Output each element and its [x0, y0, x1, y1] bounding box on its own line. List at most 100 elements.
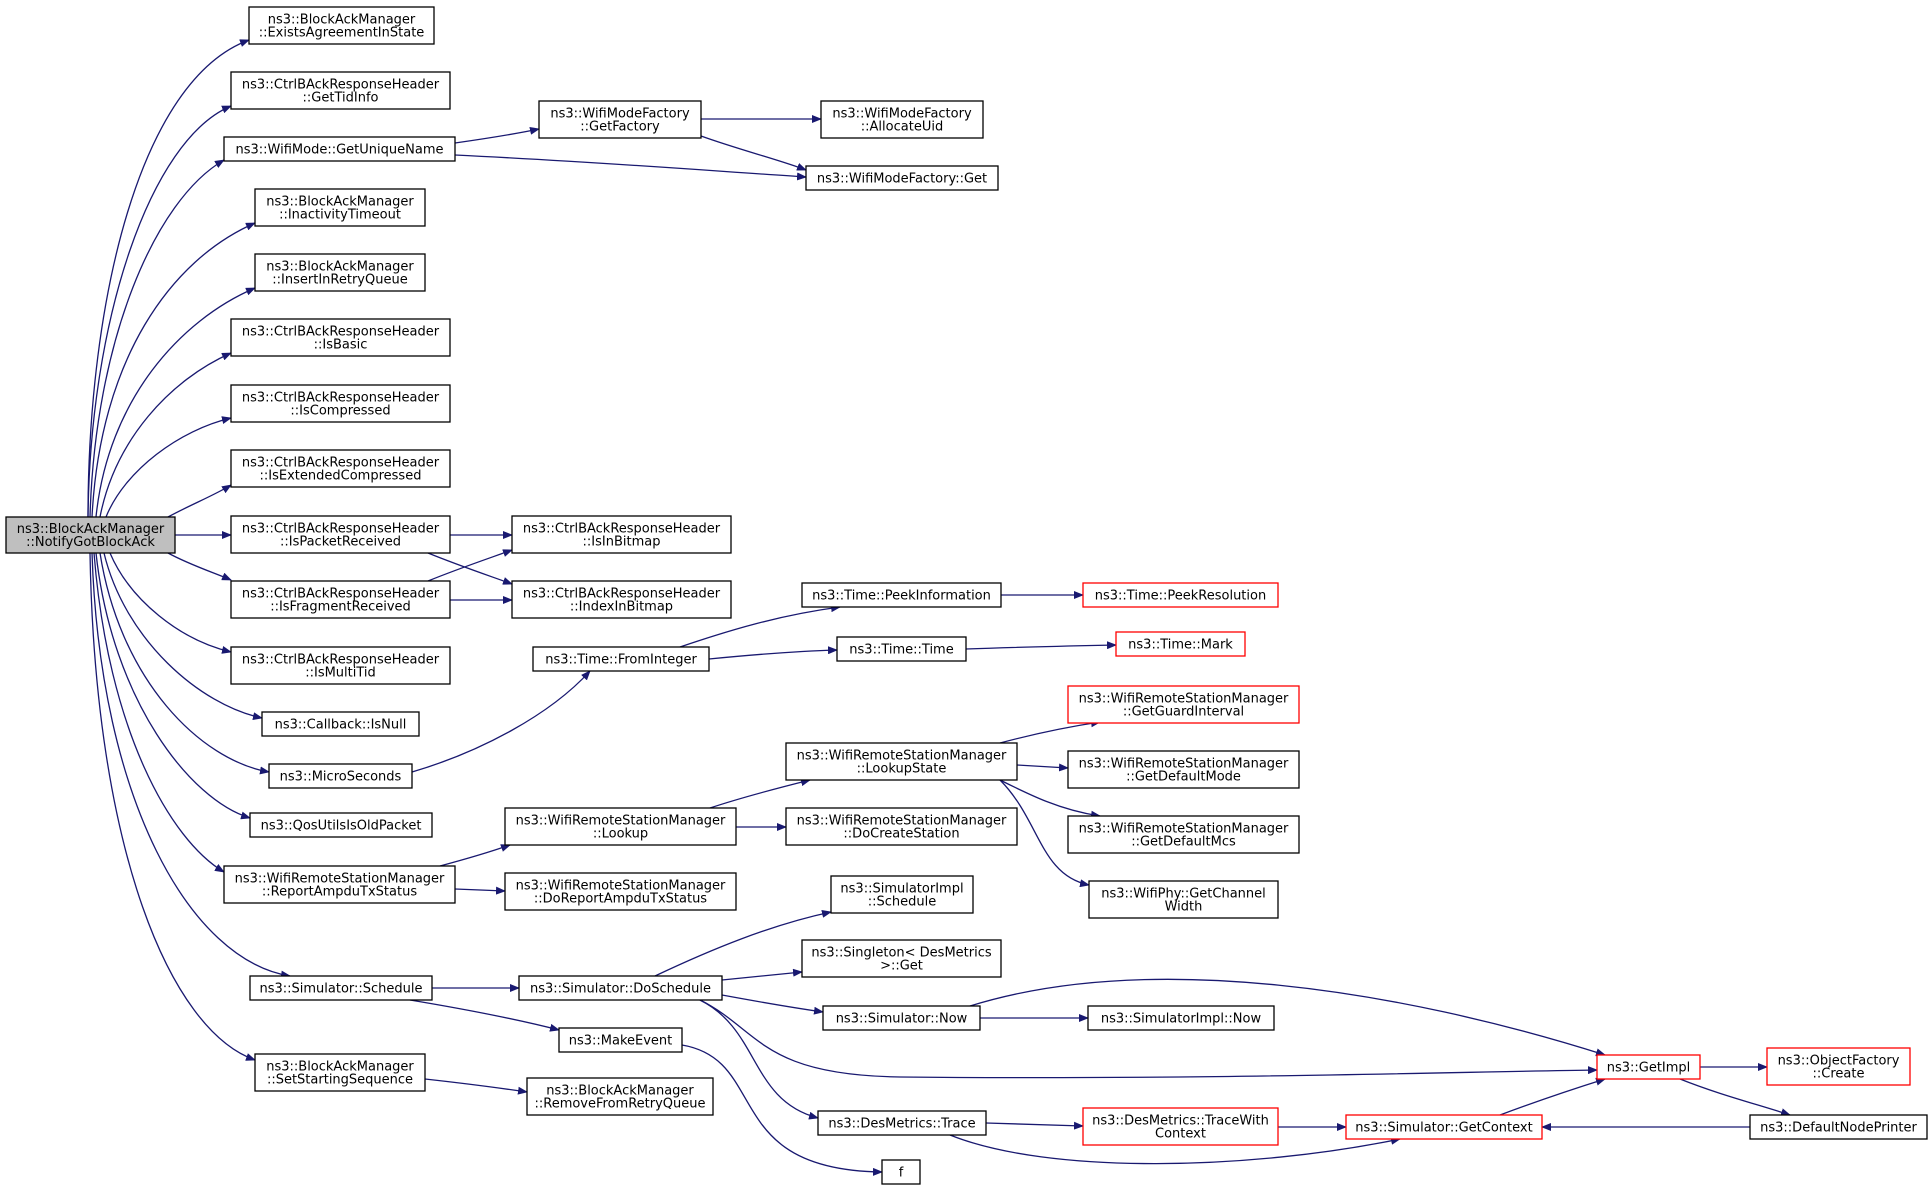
- node-isBasic[interactable]: ns3::CtrlBAckResponseHeader::IsBasic: [230, 318, 451, 357]
- node-timeTime[interactable]: ns3::Time::Time: [836, 636, 967, 662]
- edge-root-to-callbackIsNull: [103, 552, 263, 721]
- node-defaultNodePrinter[interactable]: ns3::DefaultNodePrinter: [1749, 1114, 1928, 1140]
- edge-root-to-isMultiTid: [109, 552, 232, 654]
- node-getUniqueName[interactable]: ns3::WifiMode::GetUniqueName: [223, 136, 456, 162]
- node-root[interactable]: ns3::BlockAckManager::NotifyGotBlockAck: [5, 516, 176, 554]
- edge-wrsmLookupState-to-wrsmDefaultMcs: [999, 779, 1101, 819]
- node-label-line: ns3::DesMetrics::TraceWith: [1092, 1114, 1269, 1129]
- node-box: [785, 742, 1018, 781]
- node-wrsmGuardInterval[interactable]: ns3::WifiRemoteStationManager::GetGuardI…: [1067, 685, 1300, 724]
- edge-line: [721, 968, 803, 981]
- edge-root-to-isCompressed: [105, 416, 232, 518]
- node-wrsmDoCreateStation[interactable]: ns3::WifiRemoteStationManager::DoCreateS…: [785, 807, 1018, 846]
- node-box: [1596, 1054, 1701, 1080]
- edge-line: [87, 39, 250, 518]
- node-setStartingSeq[interactable]: ns3::BlockAckManager::SetStartingSequenc…: [254, 1053, 426, 1092]
- node-label-line: ns3::Simulator::Schedule: [259, 982, 422, 997]
- node-label-line: ns3::Time::PeekInformation: [812, 589, 991, 604]
- node-label-line: ns3::CtrlBAckResponseHeader: [242, 587, 440, 602]
- node-makeEvent[interactable]: ns3::MakeEvent: [558, 1027, 683, 1053]
- node-insertInRetryQueue[interactable]: ns3::BlockAckManager::InsertInRetryQueue: [254, 253, 426, 292]
- node-isInBitmap[interactable]: ns3::CtrlBAckResponseHeader::IsInBitmap: [511, 515, 732, 554]
- node-isPacketReceived[interactable]: ns3::CtrlBAckResponseHeader::IsPacketRec…: [230, 515, 451, 554]
- node-label-line: ns3::MicroSeconds: [280, 770, 402, 785]
- node-simNow[interactable]: ns3::Simulator::Now: [822, 1005, 981, 1031]
- node-wmfGet[interactable]: ns3::WifiModeFactory::Get: [805, 165, 999, 191]
- edge-getImpl-to-defaultNodePrinter: [1679, 1078, 1791, 1116]
- edge-root-to-setStartingSeq: [89, 552, 256, 1061]
- edge-line: [708, 646, 838, 660]
- edge-line: [93, 552, 225, 873]
- node-box: [1766, 1047, 1911, 1086]
- node-objectFactoryCreate[interactable]: ns3::ObjectFactory::Create: [1766, 1047, 1911, 1086]
- node-wrsmDefaultMode[interactable]: ns3::WifiRemoteStationManager::GetDefaul…: [1067, 750, 1300, 789]
- node-label-line: ::GetDefaultMcs: [1131, 835, 1236, 850]
- edge-line: [411, 670, 591, 773]
- node-label-line: ns3::WifiModeFactory: [832, 107, 972, 122]
- node-isFragmentReceived[interactable]: ns3::CtrlBAckResponseHeader::IsFragmentR…: [230, 580, 451, 619]
- node-wrsmLookup[interactable]: ns3::WifiRemoteStationManager::Lookup: [504, 807, 737, 846]
- edge-line: [87, 105, 232, 518]
- node-label-line: ns3::CtrlBAckResponseHeader: [242, 78, 440, 93]
- node-desTrace[interactable]: ns3::DesMetrics::Trace: [817, 1110, 987, 1136]
- node-wrsmDefaultMcs[interactable]: ns3::WifiRemoteStationManager::GetDefaul…: [1067, 815, 1300, 854]
- node-label-line: ns3::CtrlBAckResponseHeader: [523, 587, 721, 602]
- node-timeMark[interactable]: ns3::Time::Mark: [1115, 631, 1246, 657]
- node-existsAgreement[interactable]: ns3::BlockAckManager::ExistsAgreementInS…: [248, 6, 435, 45]
- edge-line: [427, 552, 513, 585]
- node-label-line: ::IsExtendedCompressed: [260, 469, 422, 484]
- node-isExtendedCompressed[interactable]: ns3::CtrlBAckResponseHeader::IsExtendedC…: [230, 449, 451, 488]
- node-label-line: ns3::DefaultNodePrinter: [1760, 1121, 1917, 1136]
- edge-root-to-isExtendedCompressed: [167, 484, 232, 518]
- node-isMultiTid[interactable]: ns3::CtrlBAckResponseHeader::IsMultiTid: [230, 646, 451, 685]
- node-label-line: ns3::WifiModeFactory::Get: [817, 172, 987, 187]
- edge-root-to-isBasic: [99, 352, 232, 518]
- node-getTidInfo[interactable]: ns3::CtrlBAckResponseHeader::GetTidInfo: [230, 71, 451, 110]
- node-label-line: ::IsCompressed: [290, 404, 390, 419]
- node-timeFromInteger[interactable]: ns3::Time::FromInteger: [532, 646, 710, 672]
- node-label-line: ns3::WifiPhy::GetChannel: [1101, 887, 1266, 902]
- node-label-line: ::ReportAmpduTxStatus: [262, 885, 417, 900]
- edge-getUniqueName-to-wmfGet: [454, 154, 807, 181]
- node-simImplNow[interactable]: ns3::SimulatorImpl::Now: [1087, 1005, 1275, 1031]
- node-simDoSchedule[interactable]: ns3::Simulator::DoSchedule: [518, 975, 723, 1001]
- node-wmfGetFactory[interactable]: ns3::WifiModeFactory::GetFactory: [538, 100, 702, 139]
- node-getImpl[interactable]: ns3::GetImpl: [1596, 1054, 1701, 1080]
- node-box: [254, 188, 426, 227]
- node-f[interactable]: f: [881, 1159, 921, 1185]
- node-singletonGet[interactable]: ns3::Singleton< DesMetrics >::Get: [801, 939, 1002, 978]
- node-simGetContext[interactable]: ns3::Simulator::GetContext: [1345, 1114, 1543, 1140]
- edge-timeTime-to-timeMark: [965, 641, 1117, 650]
- node-label-line: ::GetDefaultMode: [1126, 770, 1241, 785]
- node-wmfAllocateUid[interactable]: ns3::WifiModeFactory::AllocateUid: [820, 100, 984, 139]
- node-inactivityTimeout[interactable]: ns3::BlockAckManager::InactivityTimeout: [254, 188, 426, 227]
- edge-simDoSchedule-to-simNow: [721, 994, 824, 1015]
- node-label-line: ns3::BlockAckManager: [268, 13, 416, 28]
- edge-wrsmLookupState-to-wrsmGuardInterval: [999, 719, 1101, 744]
- edge-makeEvent-to-f: [681, 1044, 883, 1176]
- node-microSeconds[interactable]: ns3::MicroSeconds: [268, 763, 413, 789]
- node-wrsmDoReportAmpdu[interactable]: ns3::WifiRemoteStationManager::DoReportA…: [504, 872, 737, 911]
- node-simImplSchedule[interactable]: ns3::SimulatorImpl::Schedule: [830, 875, 974, 914]
- edge-line: [95, 287, 256, 518]
- node-label-line: ::LookupState: [857, 762, 947, 777]
- node-removeFromRetryQueue[interactable]: ns3::BlockAckManager::RemoveFromRetryQue…: [526, 1077, 714, 1116]
- node-simSchedule[interactable]: ns3::Simulator::Schedule: [249, 975, 433, 1001]
- node-timePeekInfo[interactable]: ns3::Time::PeekInformation: [801, 582, 1002, 608]
- node-qosUtils[interactable]: ns3::QosUtilsIsOldPacket: [249, 812, 433, 838]
- edge-timeFromInteger-to-timePeekInfo: [679, 604, 841, 648]
- node-reportAmpdu[interactable]: ns3::WifiRemoteStationManager::ReportAmp…: [223, 865, 456, 904]
- node-label-line: ns3::Time::Mark: [1128, 638, 1233, 653]
- node-label-line: ns3::WifiMode::GetUniqueName: [236, 143, 444, 158]
- node-box: [230, 318, 451, 357]
- edge-line: [985, 1121, 1084, 1130]
- node-box: [801, 939, 1002, 978]
- node-wrsmLookupState[interactable]: ns3::WifiRemoteStationManager::LookupSta…: [785, 742, 1018, 781]
- node-isCompressed[interactable]: ns3::CtrlBAckResponseHeader::IsCompresse…: [230, 384, 451, 423]
- node-callbackIsNull[interactable]: ns3::Callback::IsNull: [261, 711, 420, 737]
- node-timePeekRes[interactable]: ns3::Time::PeekResolution: [1082, 582, 1279, 608]
- edge-simSchedule-to-makeEvent: [409, 999, 560, 1032]
- node-indexInBitmap[interactable]: ns3::CtrlBAckResponseHeader::IndexInBitm…: [511, 580, 732, 619]
